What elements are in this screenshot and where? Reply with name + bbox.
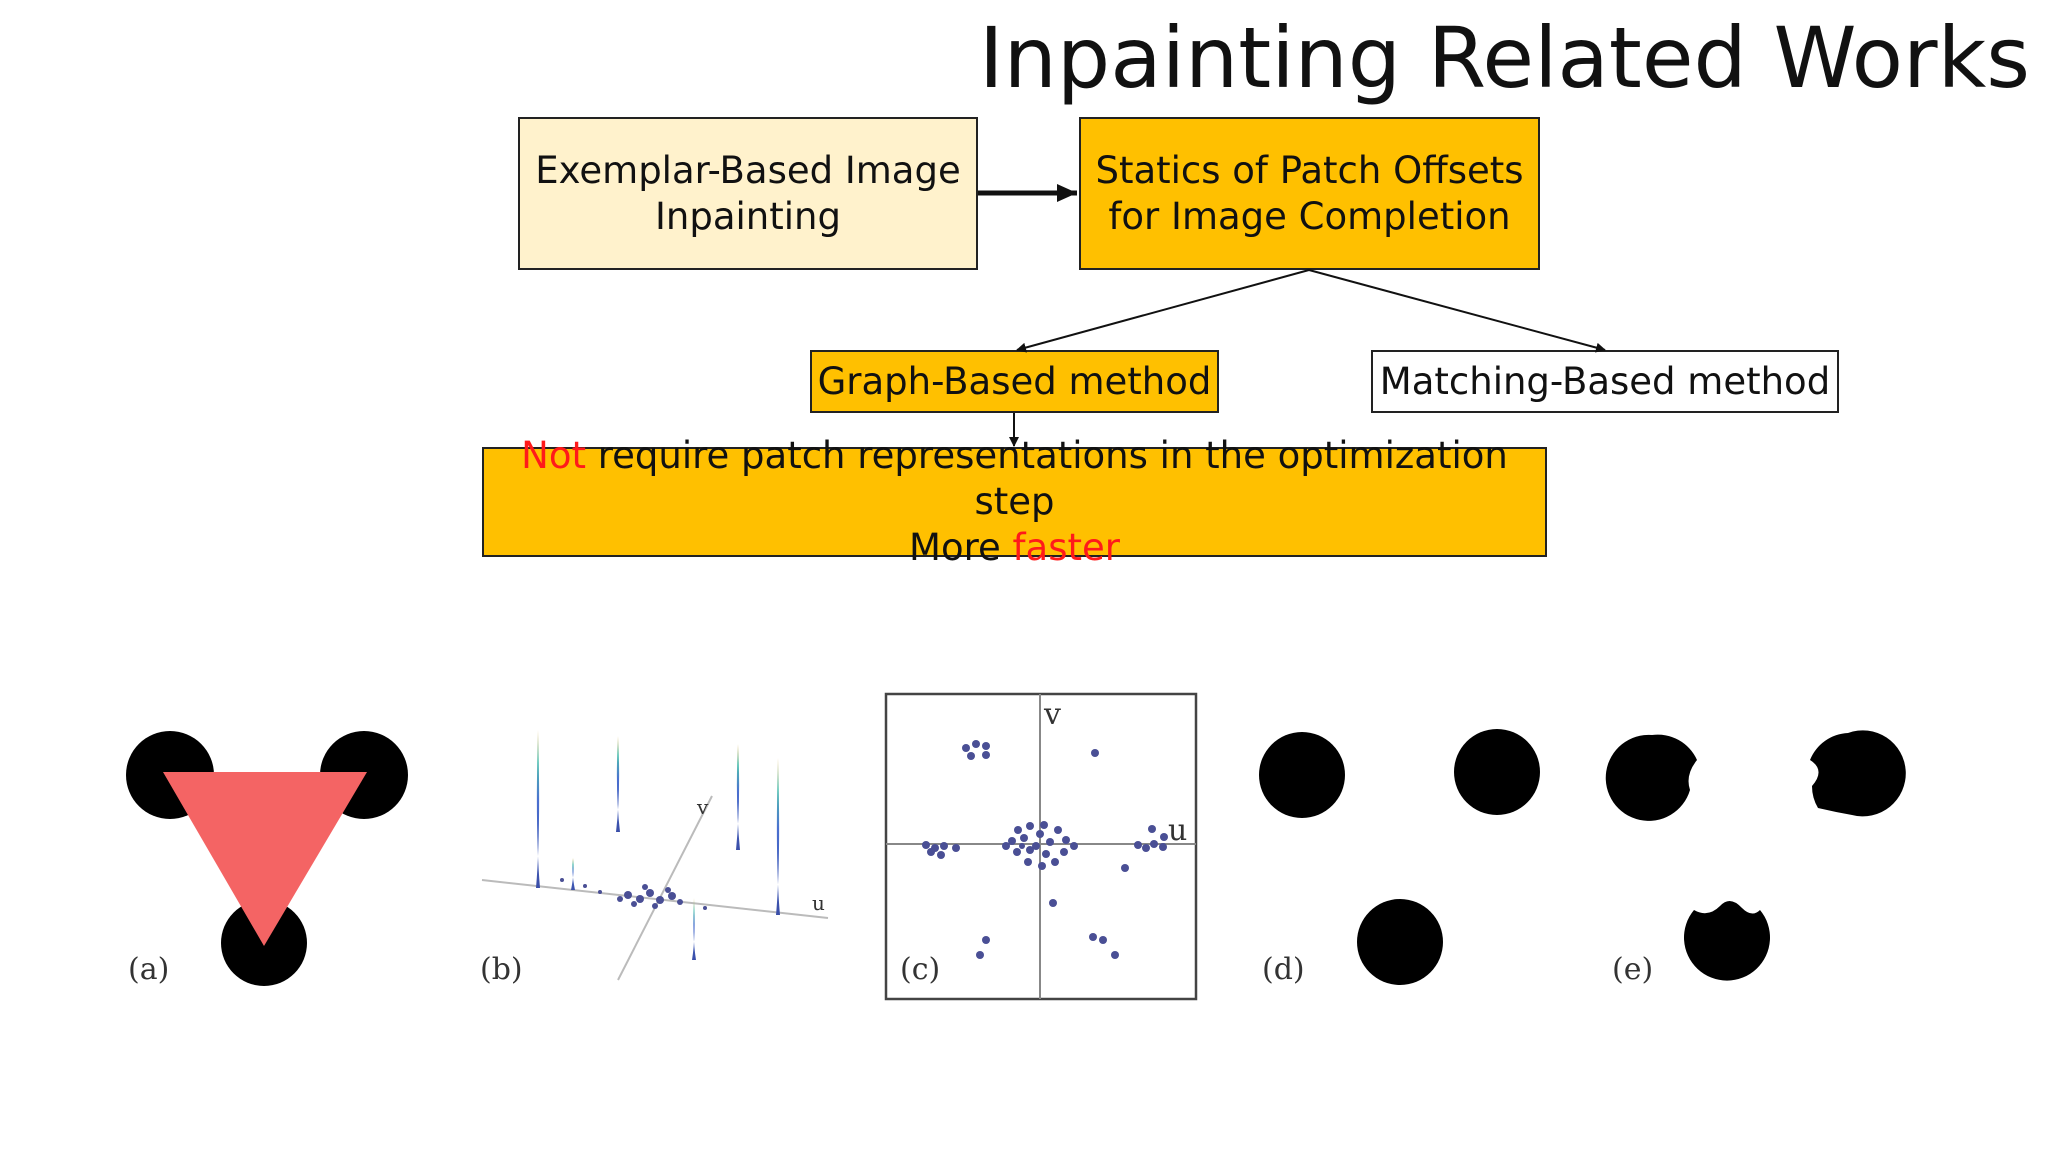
statics-line-2: for Image Completion bbox=[1108, 194, 1511, 238]
panel-c-axis-v: v bbox=[1043, 697, 1061, 732]
panel-label-a: (a) bbox=[128, 952, 170, 987]
panel-label-b: (b) bbox=[480, 952, 523, 987]
exemplar-line-2: Inpainting bbox=[655, 194, 841, 238]
panel-b-graphic: v u bbox=[481, 730, 829, 981]
graph-based-method-box: Graph-Based method bbox=[810, 350, 1219, 413]
panel-c-graphic: v u bbox=[884, 692, 1198, 1001]
faster-highlight: faster bbox=[1012, 526, 1120, 569]
panel-label-d: (d) bbox=[1262, 952, 1305, 987]
matching-based-label: Matching-Based method bbox=[1379, 359, 1831, 403]
panel-a-triangle bbox=[163, 772, 367, 946]
arrow-statics-to-matching bbox=[1308, 269, 1606, 353]
panel-label-e: (e) bbox=[1612, 952, 1654, 987]
panel-a-graphic bbox=[126, 731, 408, 986]
result-line-1-rest: require patch representations in the opt… bbox=[585, 434, 1508, 523]
exemplar-based-box: Exemplar-Based Image Inpainting bbox=[518, 117, 978, 270]
graph-based-result-box: Not require patch representations in the… bbox=[482, 434, 1547, 569]
panel-c-scatter-points bbox=[922, 740, 1168, 959]
panel-e-graphic bbox=[1605, 730, 1906, 981]
arrow-statics-to-graph bbox=[1016, 269, 1310, 353]
panel-d-graphic bbox=[1259, 729, 1540, 985]
result-line-1: Not require patch representations in the… bbox=[484, 433, 1545, 525]
slide-title: Inpainting Related Works bbox=[978, 9, 2030, 107]
panel-b-axis-u: u bbox=[812, 891, 825, 915]
result-line-2: More faster bbox=[909, 525, 1120, 571]
statics-line-1: Statics of Patch Offsets bbox=[1095, 148, 1524, 192]
more-text: More bbox=[909, 526, 1013, 569]
panel-label-c: (c) bbox=[900, 952, 941, 987]
exemplar-line-1: Exemplar-Based Image bbox=[535, 148, 961, 192]
not-highlight: Not bbox=[521, 434, 586, 477]
panel-b-axis-v: v bbox=[696, 795, 709, 819]
graph-based-label: Graph-Based method bbox=[817, 359, 1212, 403]
statics-patch-offsets-box: Statics of Patch Offsets for Image Compl… bbox=[1079, 117, 1540, 270]
matching-based-method-box: Matching-Based method bbox=[1371, 350, 1839, 413]
panel-c-axis-u: u bbox=[1168, 813, 1187, 848]
